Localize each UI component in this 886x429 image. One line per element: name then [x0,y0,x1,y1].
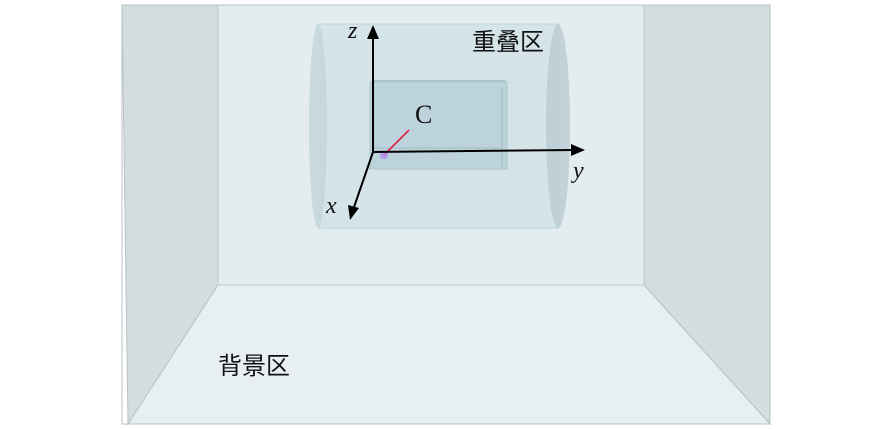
axes [348,25,585,220]
z-arrow-icon [367,25,379,39]
x-axis-label: x [325,193,337,219]
x-axis [352,151,374,211]
y-axis [372,149,575,153]
x-arrow-icon [348,205,359,220]
inner-box [369,80,508,170]
point-c-dot [380,151,388,159]
point-c-label: C [415,100,432,129]
y-axis-label: y [571,158,584,184]
background-region-label: 背景区 [218,353,290,380]
y-arrow-icon [571,144,585,156]
point-c-line [383,129,410,156]
z-axis-label: z [347,18,358,44]
room-outline [121,4,771,425]
overlap-region-label: 重叠区 [472,29,544,56]
